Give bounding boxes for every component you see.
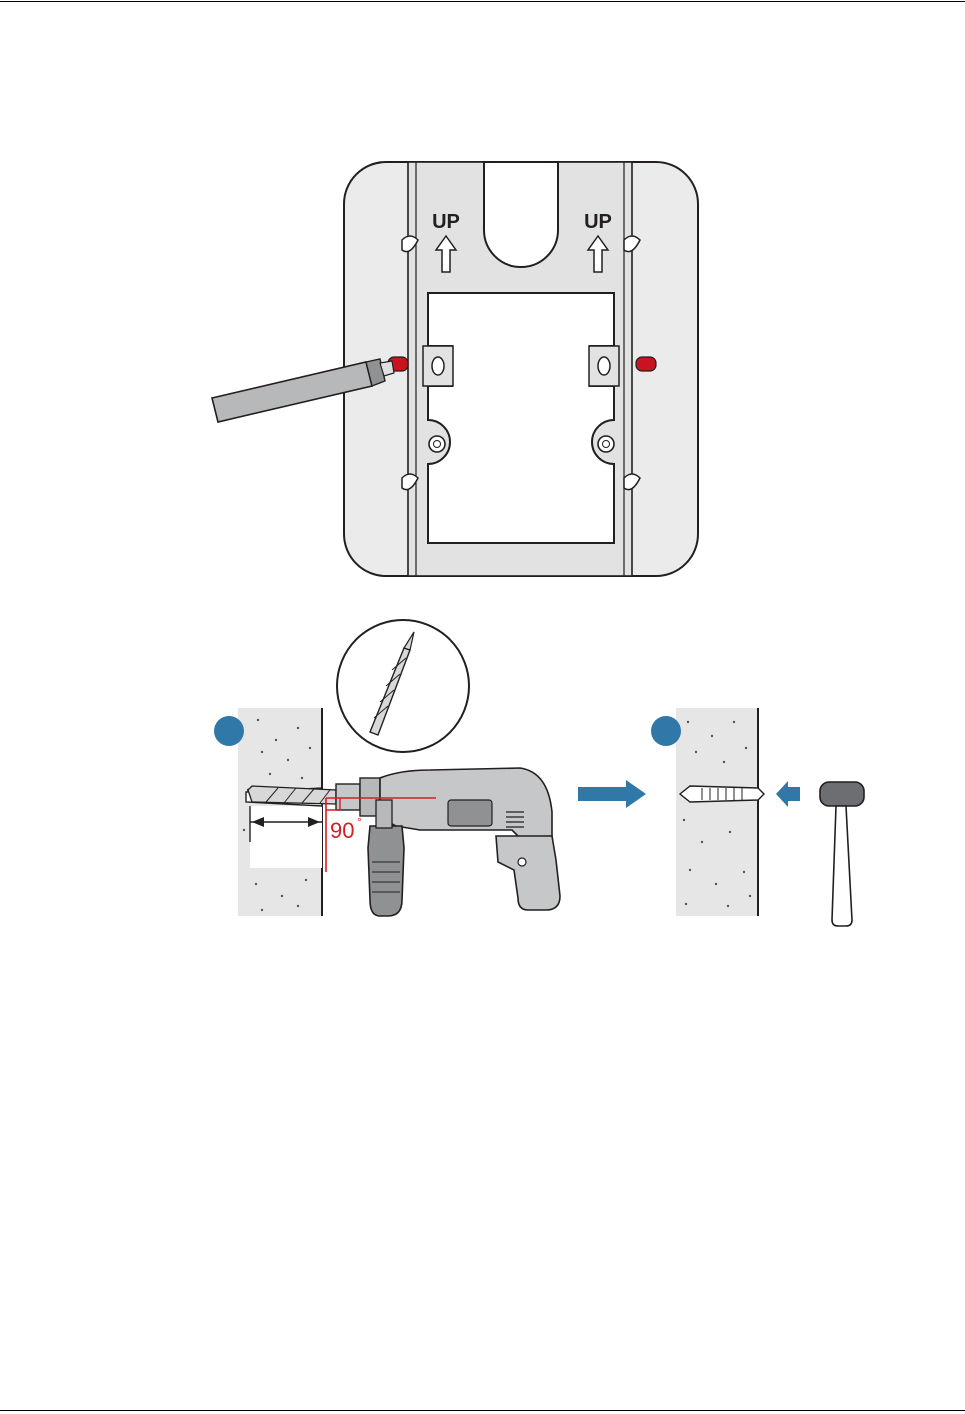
up-label-right: UP [584, 211, 612, 233]
step-1-badge [214, 716, 244, 746]
angle-label: 90 [330, 818, 354, 843]
hammer-icon [820, 782, 864, 926]
next-step-arrow-icon [578, 780, 646, 808]
step-2-badge [651, 716, 681, 746]
up-label-left: UP [432, 211, 460, 233]
hammer-direction-arrow-icon [776, 781, 800, 807]
wall-right [676, 708, 764, 916]
drill-bit-detail [337, 620, 469, 752]
wall-left [238, 708, 322, 916]
mark-point-right [636, 357, 656, 371]
angle-unit: ° [357, 815, 362, 829]
